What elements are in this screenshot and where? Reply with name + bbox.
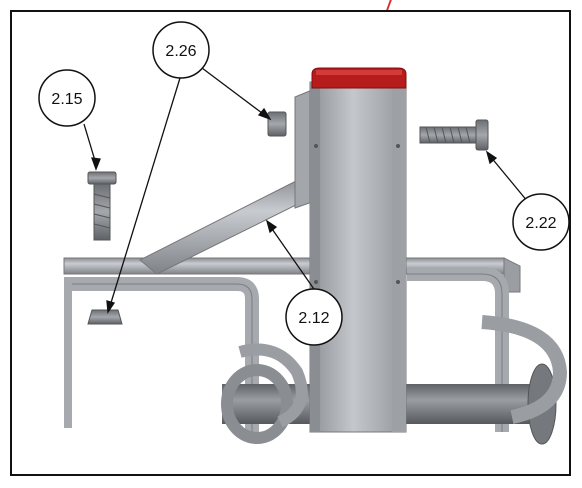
diagram-frame: 2.15 2.26 2.22 2.12 <box>10 10 571 476</box>
callout-label: 2.22 <box>525 215 556 232</box>
bracket-plate <box>294 89 313 209</box>
leader-lines <box>83 67 529 314</box>
left-hoop <box>238 343 308 428</box>
bolt-2-22 <box>419 119 489 151</box>
post-cap <box>311 67 407 89</box>
callout-2-22: 2.22 <box>512 193 569 251</box>
right-hoop <box>481 315 568 424</box>
callout-2-15: 2.15 <box>38 69 96 127</box>
callout-2-12: 2.12 <box>285 288 343 346</box>
callout-label: 2.15 <box>51 91 82 108</box>
right-lower-loop <box>407 267 509 432</box>
callout-2-26: 2.26 <box>152 21 210 79</box>
nut-2-26-lower <box>87 309 123 325</box>
top-red-mark <box>386 0 398 10</box>
callout-label: 2.12 <box>298 310 329 327</box>
callout-label: 2.26 <box>165 43 196 60</box>
bolt-2-15 <box>87 171 117 241</box>
lower-loop-frame <box>64 277 259 432</box>
assembly-diagram: 2.15 2.26 2.22 2.12 <box>38 21 569 445</box>
nut-2-26-upper <box>267 111 287 137</box>
vertical-post <box>309 81 407 433</box>
